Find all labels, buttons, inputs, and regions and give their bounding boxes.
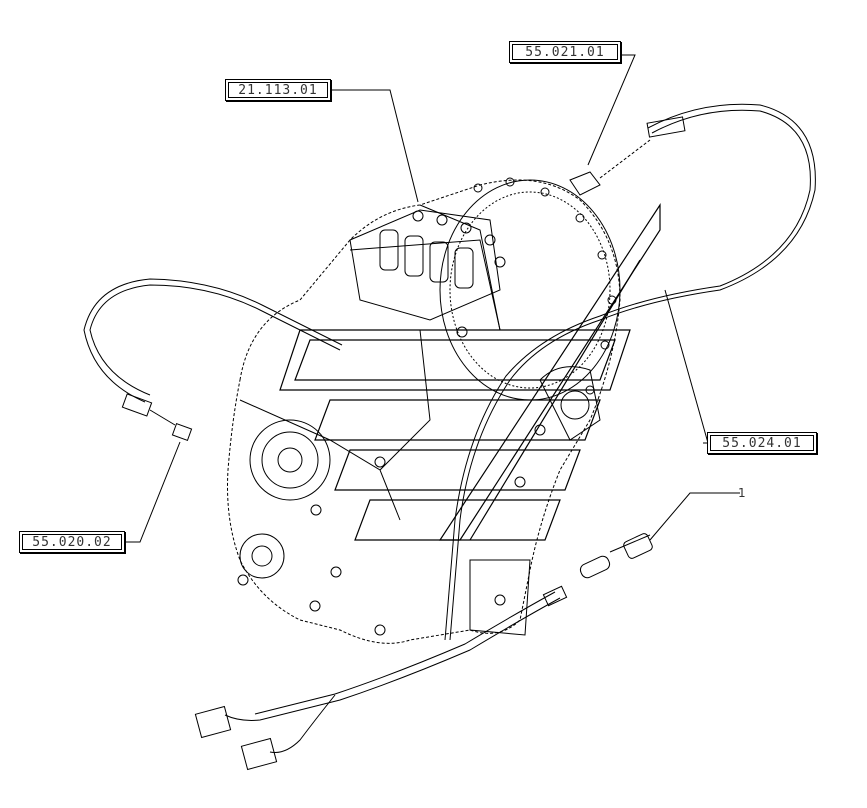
watermark-logo xyxy=(279,202,661,541)
ref-box-55-024-01[interactable]: 55.024.01 xyxy=(707,432,817,454)
control-valve-assembly xyxy=(349,209,506,321)
transmission-housing xyxy=(227,179,621,644)
wiring-harness-lower xyxy=(194,585,568,771)
ref-box-21-113-01[interactable]: 21.113.01 xyxy=(225,79,331,101)
ref-box-55-021-01[interactable]: 55.021.01 xyxy=(509,41,621,63)
speed-sensor-item-1 xyxy=(579,533,653,579)
housing-bolts xyxy=(237,177,617,636)
item-number-label: 1 xyxy=(738,486,746,500)
ref-box-55-020-02[interactable]: 55.020.02 xyxy=(19,531,125,553)
right-cable-harness xyxy=(444,103,816,641)
left-cable-harness xyxy=(83,278,343,442)
